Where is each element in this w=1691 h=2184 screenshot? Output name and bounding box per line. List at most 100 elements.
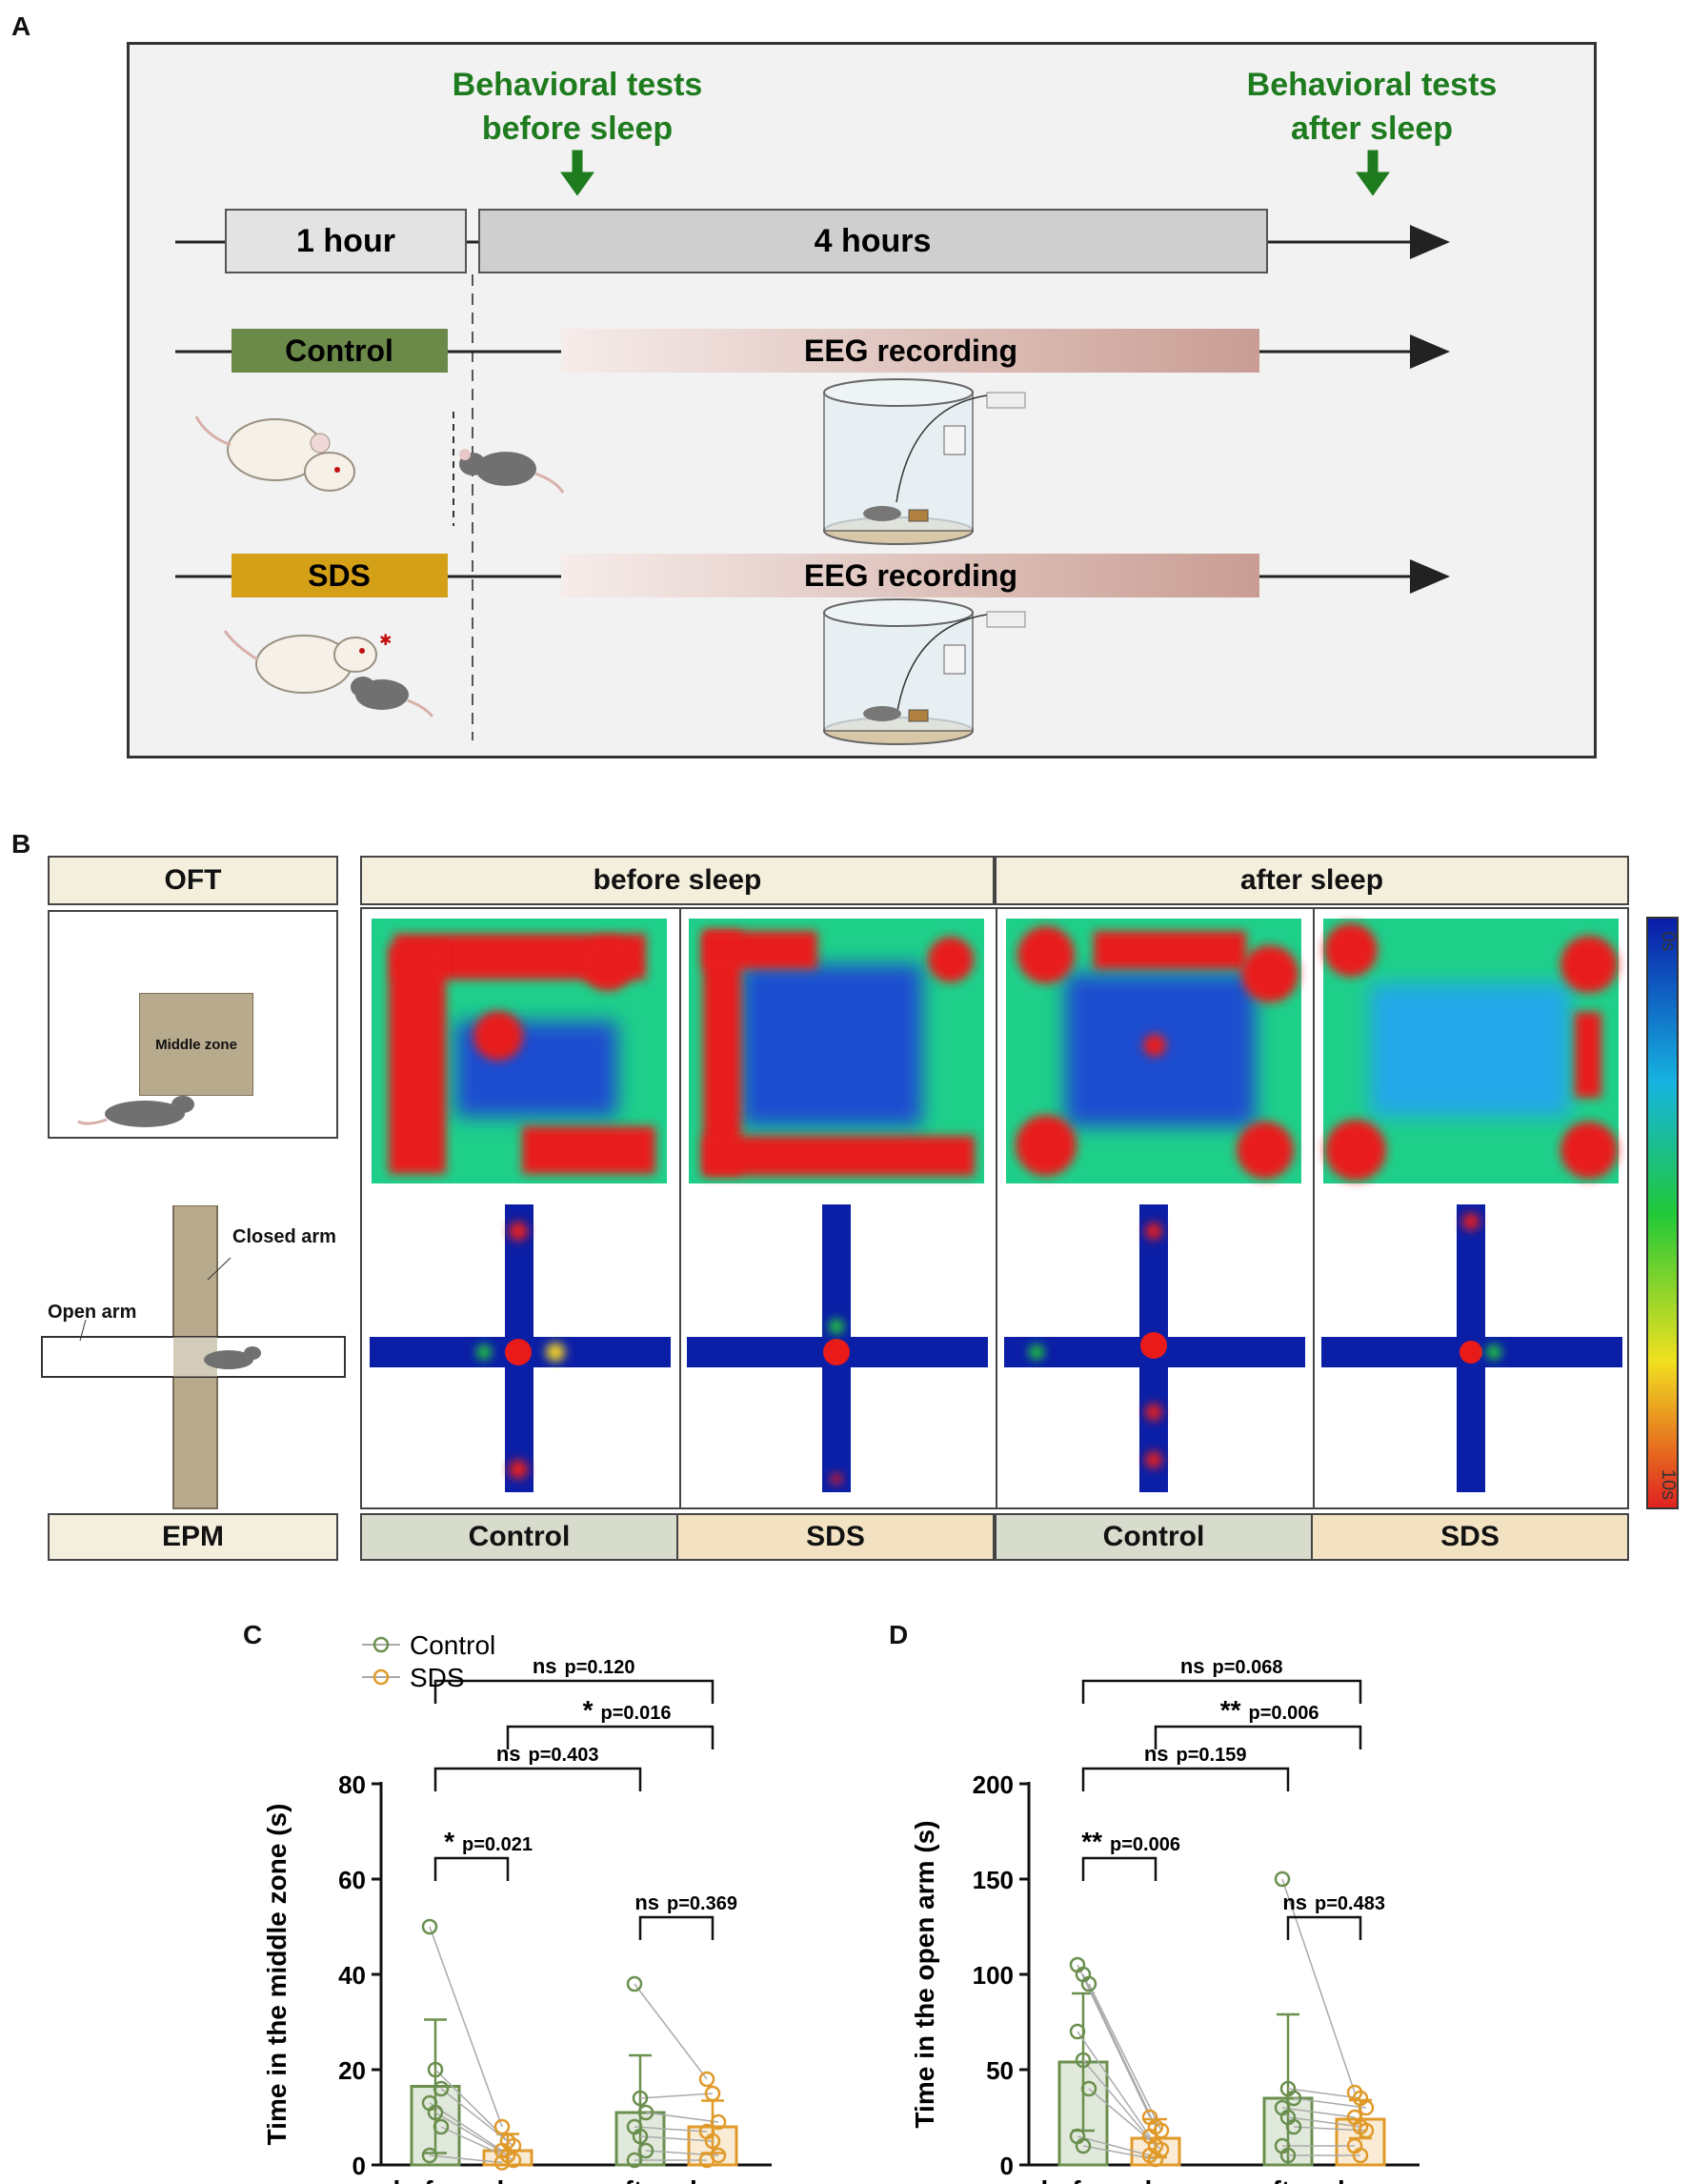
epm-heatmap-sds-before (687, 1204, 988, 1492)
mouse-grey-icon (459, 449, 565, 494)
eeg-control-label: EEG recording (804, 334, 1017, 368)
schedule-svg: Behavioral tests before sleep Behavioral… (175, 67, 1498, 745)
data-point (632, 2128, 649, 2145)
control-box (232, 329, 448, 373)
heatmap-color-scale: 0s 10s (1646, 917, 1679, 1509)
epm-heatmap-control-before (370, 1204, 671, 1492)
eeg-sds-box (561, 554, 1259, 597)
data-point (632, 2090, 649, 2107)
y-tick-label: 80 (338, 1770, 366, 1799)
data-point (433, 2080, 450, 2097)
pair-line (1281, 2107, 1356, 2118)
x-tick-label: after sleep (1258, 2175, 1391, 2184)
eeg-control-box (561, 329, 1259, 373)
data-point (626, 1975, 643, 1992)
data-point (698, 2152, 715, 2169)
data-point (421, 2147, 438, 2164)
y-tick-label: 0 (352, 2152, 366, 2180)
legend-label: SDS (410, 1663, 465, 1692)
significance-mark: * (444, 1827, 454, 1856)
sds-label: SDS (308, 558, 371, 593)
data-point (1358, 2122, 1375, 2139)
y-tick-label: 0 (1000, 2152, 1014, 2180)
middle-zone: Middle zone (139, 993, 253, 1096)
p-value-label: p=0.006 (1249, 1703, 1319, 1724)
comparison-bracket (506, 1725, 715, 1749)
x-tick-label: after sleep (610, 2175, 743, 2184)
pair-line (1088, 1983, 1162, 2132)
period-1-label: 1 hour (296, 223, 395, 259)
p-value-label: p=0.021 (462, 1834, 533, 1855)
p-value-label: p=0.068 (1213, 1657, 1283, 1678)
oft-heatmap-sds-after (1323, 919, 1619, 1183)
group-label-sds-before: SDS (676, 1513, 995, 1561)
y-tick-label: 100 (973, 1961, 1014, 1990)
pair-line (634, 2126, 708, 2133)
y-tick-label: 40 (338, 1961, 366, 1990)
epm-heatmap-control-after (1004, 1204, 1305, 1492)
before-tests-line2: before sleep (482, 111, 673, 147)
eeg-cage-sds-icon (823, 598, 1026, 745)
data-point (704, 2085, 721, 2102)
epm-heatmap-sds-after (1321, 1204, 1622, 1492)
sds-box (232, 554, 448, 597)
heatmap-grid (360, 907, 1629, 1509)
data-point (1358, 2099, 1375, 2116)
legend-marker (372, 1668, 390, 1686)
p-value-label: p=0.483 (1315, 1893, 1385, 1914)
group-label-control-before: Control (360, 1513, 678, 1561)
p-value-label: p=0.369 (667, 1893, 737, 1914)
eeg-sds-label: EEG recording (804, 558, 1017, 593)
data-point (493, 2154, 511, 2171)
period-2-label: 4 hours (815, 223, 932, 259)
comparison-bracket (1081, 1856, 1158, 1881)
data-point (637, 2142, 654, 2159)
period-1-box (225, 209, 467, 273)
data-point (710, 2113, 727, 2131)
pair-line (645, 2112, 719, 2123)
pair-line (639, 2093, 714, 2099)
significance-mark: ns (1144, 1742, 1169, 1766)
panel-c-label: C (243, 1620, 263, 1649)
data-point (1147, 2151, 1164, 2168)
oft-heatmap-control-before (372, 919, 667, 1183)
oft-label: OFT (48, 856, 338, 905)
epm-label: EPM (48, 1513, 338, 1561)
significance-mark: ** (1220, 1695, 1241, 1725)
legend-label: Control (410, 1630, 495, 1660)
significance-mark: * (583, 1695, 594, 1725)
group-label-control-after: Control (995, 1513, 1313, 1561)
pair-line (1077, 2031, 1151, 2137)
data-point (1075, 2052, 1092, 2069)
pair-line (429, 2154, 503, 2164)
significance-mark: ns (496, 1742, 521, 1766)
y-axis-label: Time in the middle zone (s) (262, 1804, 292, 2146)
comparison-bracket (433, 1679, 715, 1704)
scale-bottom-label: 10s (1658, 1469, 1679, 1500)
p-value-label: p=0.016 (601, 1703, 672, 1724)
data-point (1075, 2137, 1092, 2154)
legend-marker (372, 1636, 390, 1653)
comparison-bracket (638, 1915, 715, 1940)
data-point (505, 2152, 522, 2169)
before-tests-line1: Behavioral tests (453, 67, 703, 103)
epm-diagram (41, 1205, 346, 1509)
pair-line (1088, 2088, 1162, 2151)
significance-mark: ns (1282, 1891, 1307, 1914)
y-tick-label: 60 (338, 1866, 366, 1894)
after-tests-line2: after sleep (1291, 111, 1453, 147)
data-point (1285, 2090, 1302, 2107)
data-point (626, 2152, 643, 2169)
data-point (1352, 2147, 1369, 2164)
eeg-cage-icon (823, 378, 1026, 545)
p-value-label: p=0.006 (1110, 1834, 1180, 1855)
comparison-bracket (1286, 1915, 1362, 1940)
pair-line (1077, 2135, 1151, 2156)
mouse-white-icon (194, 415, 355, 492)
data-point (1285, 2118, 1302, 2135)
data-point (698, 2071, 715, 2088)
comparison-bracket (433, 1856, 510, 1881)
after-tests-line1: Behavioral tests (1247, 67, 1498, 103)
